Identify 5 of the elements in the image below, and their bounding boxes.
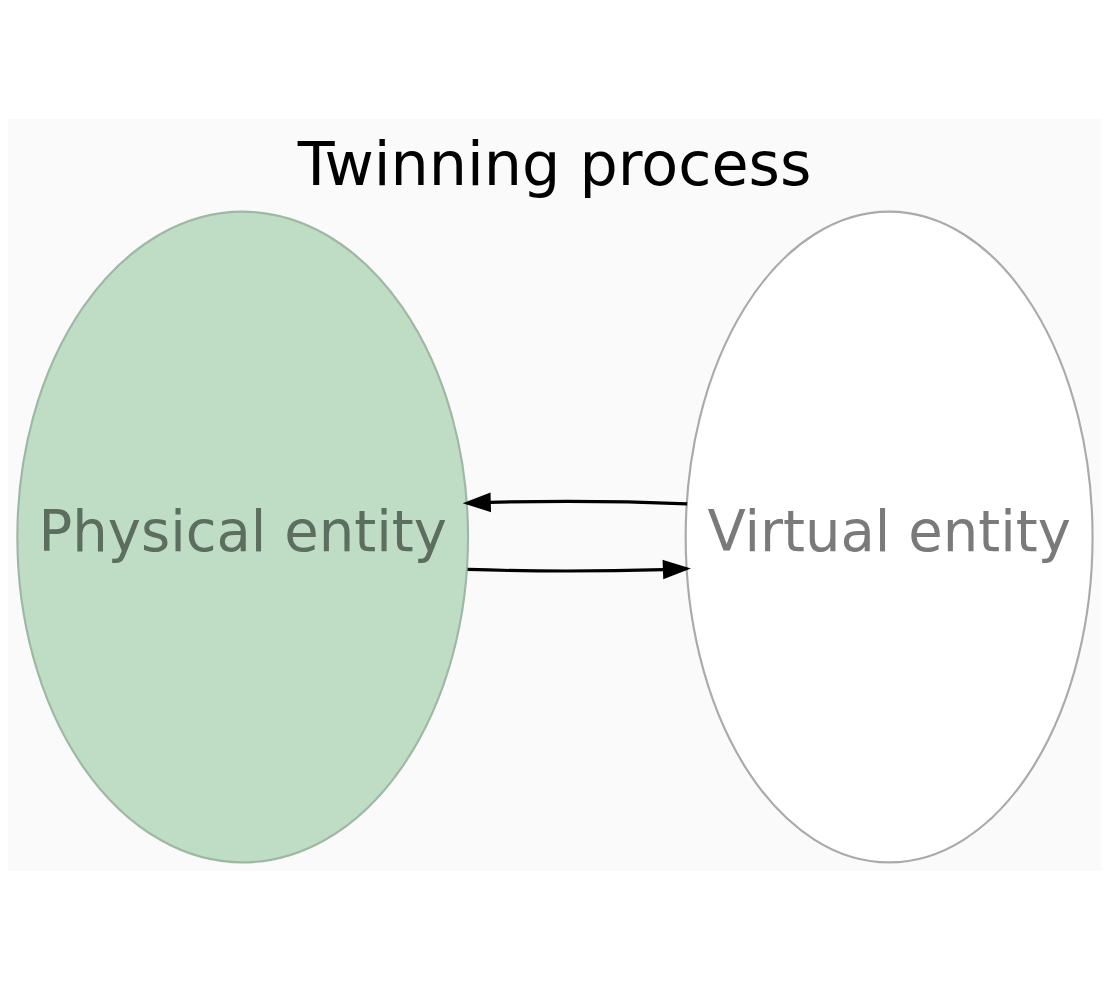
arrow bbox=[467, 559, 691, 580]
node-ellipse: Physical entity bbox=[16, 210, 470, 864]
node-ellipse: Virtual entity bbox=[684, 210, 1094, 864]
diagram-title: Twinning process bbox=[297, 128, 812, 199]
arrow bbox=[462, 492, 688, 513]
